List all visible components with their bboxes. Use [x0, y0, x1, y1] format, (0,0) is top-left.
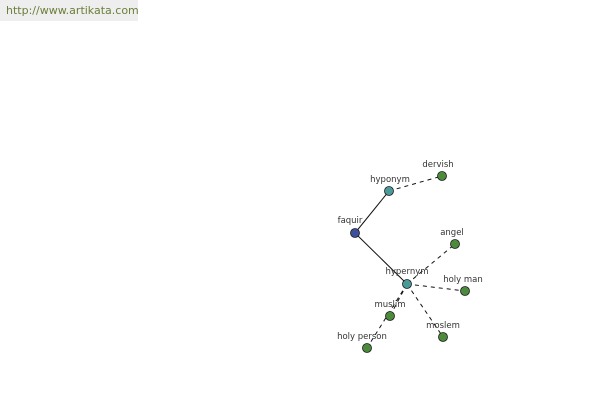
node-label-holy-man: holy man	[443, 275, 483, 285]
node-angel[interactable]	[450, 239, 460, 249]
node-hypernym[interactable]	[402, 279, 412, 289]
node-faquir[interactable]	[350, 228, 360, 238]
node-holy-man[interactable]	[460, 286, 470, 296]
edge-hypernym-muslim	[389, 283, 408, 317]
node-label-hypernym: hypernym	[385, 267, 428, 277]
edge-faquir-hypernym	[354, 232, 408, 285]
node-dervish[interactable]	[437, 171, 447, 181]
source-url-text: http://www.artikata.com	[6, 4, 139, 17]
node-label-hyponym: hyponym	[370, 175, 410, 185]
edge-faquir-hyponym	[354, 190, 390, 234]
graph-nodes	[350, 171, 470, 353]
source-url[interactable]: http://www.artikata.com	[0, 0, 139, 21]
edge-hypernym-angel	[406, 243, 456, 285]
node-hyponym[interactable]	[384, 186, 394, 196]
node-muslim[interactable]	[385, 311, 395, 321]
node-label-angel: angel	[440, 228, 464, 238]
edge-hyponym-dervish	[388, 175, 443, 192]
node-moslem[interactable]	[438, 332, 448, 342]
graph-edges	[354, 175, 466, 349]
node-label-muslim: muslim	[374, 300, 405, 310]
node-label-dervish: dervish	[422, 160, 453, 170]
graph-labels: faquir hyponym hypernym dervish angel holy ma…	[337, 160, 483, 342]
node-label-moslem: moslem	[426, 321, 460, 331]
node-label-faquir: faquir	[338, 216, 363, 226]
edge-hypernym-moslem	[406, 283, 444, 338]
node-holy-person[interactable]	[362, 343, 372, 353]
edge-hypernym-holy_man	[406, 283, 466, 292]
node-label-holy-person: holy person	[337, 332, 387, 342]
